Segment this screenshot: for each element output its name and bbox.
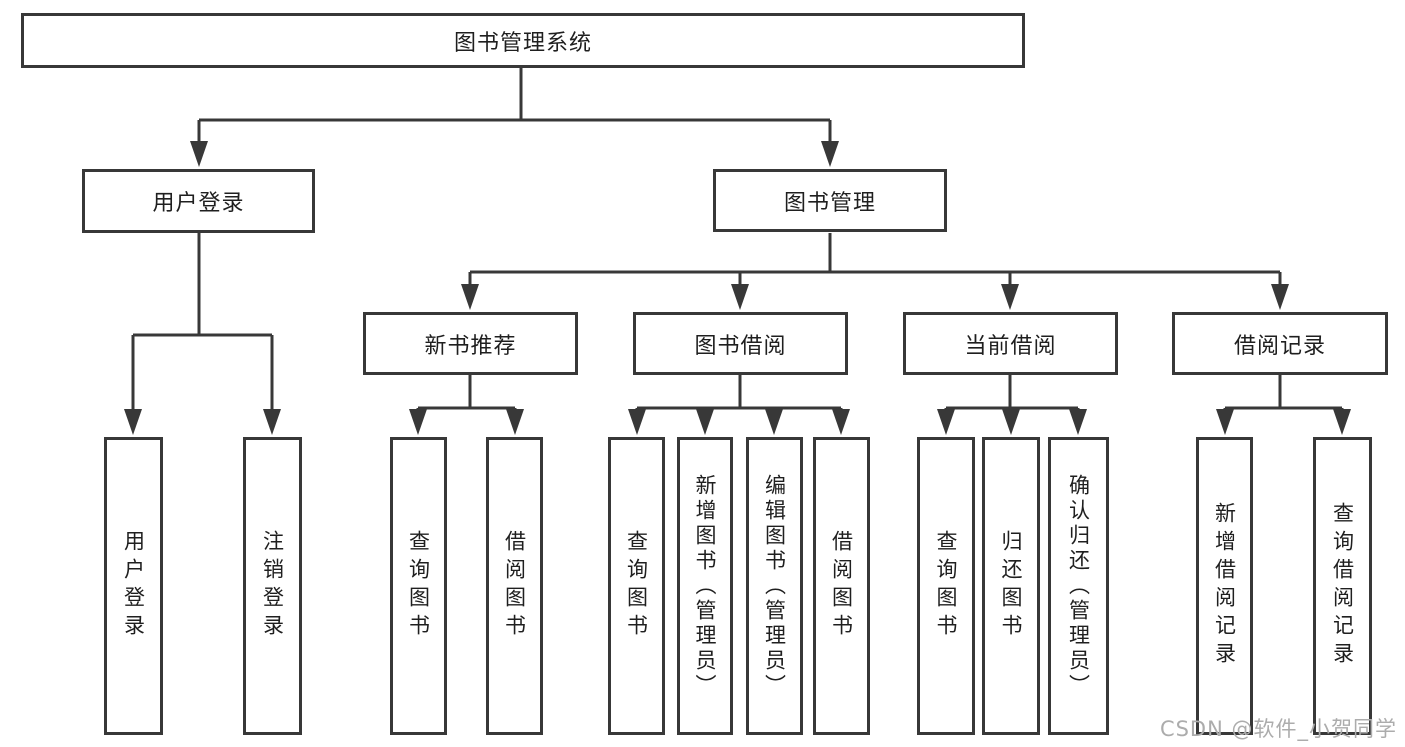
watermark: CSDN @软件_小贺同学 — [1159, 717, 1397, 741]
node-current-borrow: 当前借阅 — [903, 312, 1118, 375]
node-book-borrow: 图书借阅 — [633, 312, 848, 375]
leaf-query-book-borrow: 查询图书 — [608, 437, 665, 735]
leaf-return-book: 归还图书 — [982, 437, 1040, 735]
leaf-confirm-return-admin: 确认归还（管理员） — [1048, 437, 1109, 735]
leaf-borrow-book-recommend: 借阅图书 — [486, 437, 543, 735]
arrowheads — [124, 141, 1351, 435]
leaf-add-book-admin: 新增图书（管理员） — [677, 437, 733, 735]
leaf-user-login: 用户登录 — [104, 437, 163, 735]
node-new-book-recommend: 新书推荐 — [363, 312, 578, 375]
node-book-management: 图书管理 — [713, 169, 947, 232]
node-user-login: 用户登录 — [82, 169, 315, 233]
node-root: 图书管理系统 — [21, 13, 1025, 68]
leaf-logout: 注销登录 — [243, 437, 302, 735]
leaf-add-borrow-record: 新增借阅记录 — [1196, 437, 1253, 735]
leaf-borrow-book: 借阅图书 — [813, 437, 870, 735]
leaf-query-book-current: 查询图书 — [917, 437, 975, 735]
leaf-edit-book-admin: 编辑图书（管理员） — [746, 437, 803, 735]
leaf-query-borrow-record: 查询借阅记录 — [1313, 437, 1372, 735]
leaf-query-book-recommend: 查询图书 — [390, 437, 447, 735]
node-borrow-record: 借阅记录 — [1172, 312, 1388, 375]
